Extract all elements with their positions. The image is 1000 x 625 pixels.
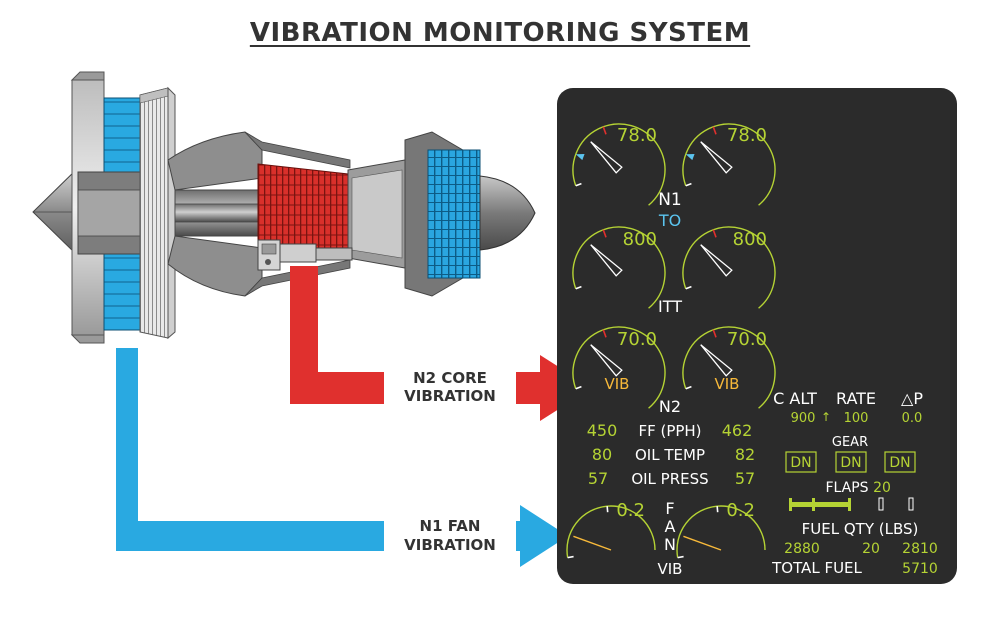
flaps-label: FLAPS [825, 480, 868, 496]
fan-vib-label: VIB [658, 560, 683, 578]
n1-right-redline-tick [712, 126, 717, 135]
n2-vib-left-label: VIB [605, 375, 630, 393]
cabin-rate-label: RATE [836, 389, 876, 408]
n1-left-redline-tick [602, 126, 607, 135]
itt-right-gauge-arc [682, 226, 776, 309]
n2-callout-line2: VIBRATION [404, 387, 496, 405]
oil-press-left-value: 57 [588, 469, 608, 488]
to-mode-label: TO [658, 211, 681, 230]
n2-vib-right-label: VIB [715, 375, 740, 393]
n1-right-value: 78.0 [727, 125, 767, 146]
oil-temp-right-value: 82 [735, 445, 755, 464]
fan-vib-right-needle [683, 535, 722, 551]
fan-letter-n: N [664, 535, 676, 554]
n2-callout-line1: N2 CORE [413, 369, 487, 387]
flaps-value: 20 [873, 480, 891, 496]
n1-callout-line2: VIBRATION [404, 536, 496, 554]
fan-vib-left-needle [573, 535, 612, 551]
itt-right-needle [700, 244, 733, 277]
delta-p-value: 0.0 [902, 411, 923, 426]
itt-right-min-tick [685, 285, 692, 290]
fan-vib-left-min-tick [567, 555, 574, 559]
flaps-indicator [789, 497, 914, 511]
fan-letter-a: A [665, 517, 676, 536]
itt-right-value: 800 [733, 229, 767, 250]
n1-label: N1 [658, 190, 682, 210]
n1-left-gauge-arc [572, 123, 666, 206]
gear-nose-status: DN [840, 455, 861, 471]
ff-label: FF (PPH) [638, 422, 701, 440]
n1-left-min-tick [575, 182, 582, 187]
fan-letter-f: F [665, 499, 674, 518]
n2-right-redline-tick [712, 329, 717, 338]
total-fuel-value: 5710 [902, 561, 938, 577]
eicas-display: 78.0 78.0 N1 TO 800 800 ITT 70.0 70.0 VI… [557, 88, 957, 584]
oil-press-label: OIL PRESS [631, 470, 708, 488]
n2-right-needle [700, 344, 733, 377]
itt-label: ITT [658, 297, 682, 316]
n1-right-min-tick [685, 182, 692, 187]
n2-left-value: 70.0 [617, 329, 657, 350]
n2-right-min-tick [685, 385, 692, 390]
n1-callout-line1: N1 FAN [420, 517, 481, 535]
delta-p-label: △P [901, 389, 923, 408]
fan-vib-right-mid-tick [716, 506, 719, 513]
n1-left-target-bug [575, 153, 585, 161]
cabin-alt-label: C ALT [773, 389, 817, 408]
gear-right-status: DN [889, 455, 910, 471]
itt-left-redline-tick [602, 229, 607, 238]
n1-right-target-bug [685, 153, 695, 161]
cabin-rate-value: 100 [844, 411, 869, 426]
n2-left-redline-tick [602, 329, 607, 338]
n1-left-value: 78.0 [617, 125, 657, 146]
lp-turbine [427, 149, 481, 279]
oil-temp-label: OIL TEMP [635, 446, 705, 464]
n1-left-needle [590, 141, 623, 174]
ff-left-value: 450 [587, 421, 618, 440]
rate-arrow-icon: ↑ [821, 410, 831, 424]
ff-right-value: 462 [722, 421, 753, 440]
n2-core-arrow [290, 266, 592, 421]
oil-temp-left-value: 80 [592, 445, 612, 464]
n2-left-min-tick [575, 385, 582, 390]
fuel-right-value: 2810 [902, 541, 938, 557]
fuel-center-value: 20 [862, 541, 880, 557]
gear-left-status: DN [790, 455, 811, 471]
fan-vib-right-value: 0.2 [726, 500, 755, 521]
n2-left-gauge-arc [572, 326, 666, 409]
n1-right-gauge-arc [682, 123, 776, 206]
fan-vib-left-mid-tick [606, 506, 609, 513]
engine-cutaway [32, 71, 536, 344]
n2-label: N2 [659, 397, 681, 416]
n1-fan-arrow [116, 348, 568, 567]
itt-left-min-tick [575, 285, 582, 290]
total-fuel-label: TOTAL FUEL [771, 559, 862, 577]
fuel-left-value: 2880 [784, 541, 820, 557]
oil-press-right-value: 57 [735, 469, 755, 488]
cabin-alt-value: 900 [791, 411, 816, 426]
fuel-qty-label: FUEL QTY (LBS) [802, 520, 919, 538]
n2-right-gauge-arc [682, 326, 776, 409]
itt-left-gauge-arc [572, 226, 666, 309]
fan-vib-left-value: 0.2 [616, 500, 645, 521]
itt-left-needle [590, 244, 623, 277]
n2-left-needle [590, 344, 623, 377]
itt-left-value: 800 [623, 229, 657, 250]
itt-right-redline-tick [712, 229, 717, 238]
fan-vib-right-min-tick [677, 555, 684, 559]
n1-right-needle [700, 141, 733, 174]
gauge-arcs [566, 123, 776, 559]
page-title: VIBRATION MONITORING SYSTEM [249, 18, 751, 48]
n2-right-value: 70.0 [727, 329, 767, 350]
gear-label: GEAR [832, 435, 868, 450]
